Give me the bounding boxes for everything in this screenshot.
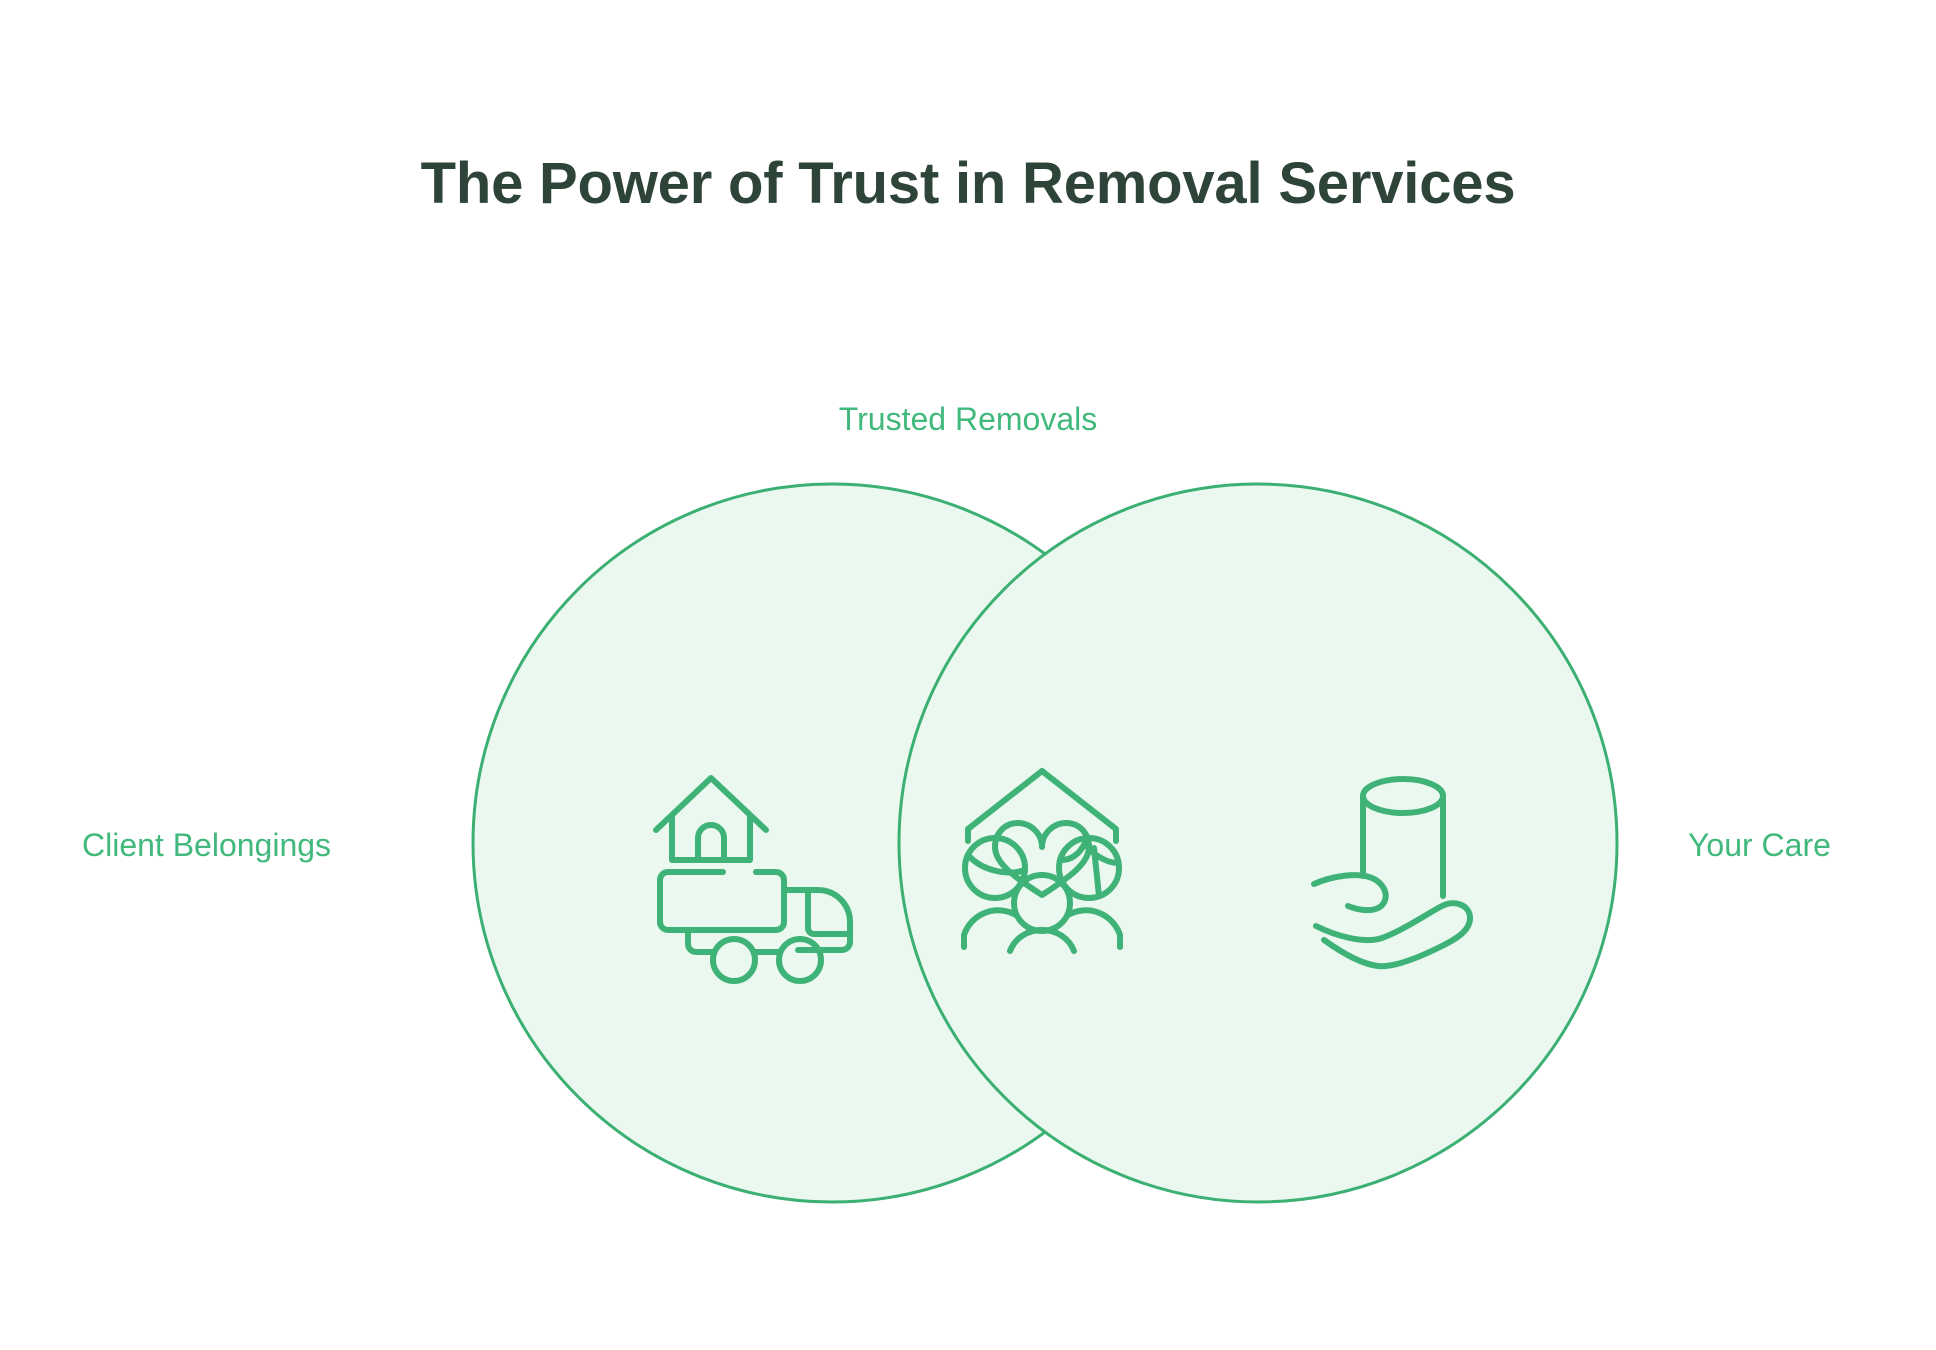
venn-circle-right[interactable] [897,482,1619,1204]
hand-holding-container-icon [1311,776,1473,970]
house-on-moving-truck-icon [653,775,853,984]
venn-label-intersection[interactable]: Trusted Removals [838,401,1098,437]
page-title: The Power of Trust in Removal Services [420,151,1516,216]
venn-label-right[interactable]: Your Care [1688,827,1831,863]
family-under-roof-with-heart-icon [961,768,1123,954]
venn-label-left[interactable]: Client Belongings [82,827,332,863]
